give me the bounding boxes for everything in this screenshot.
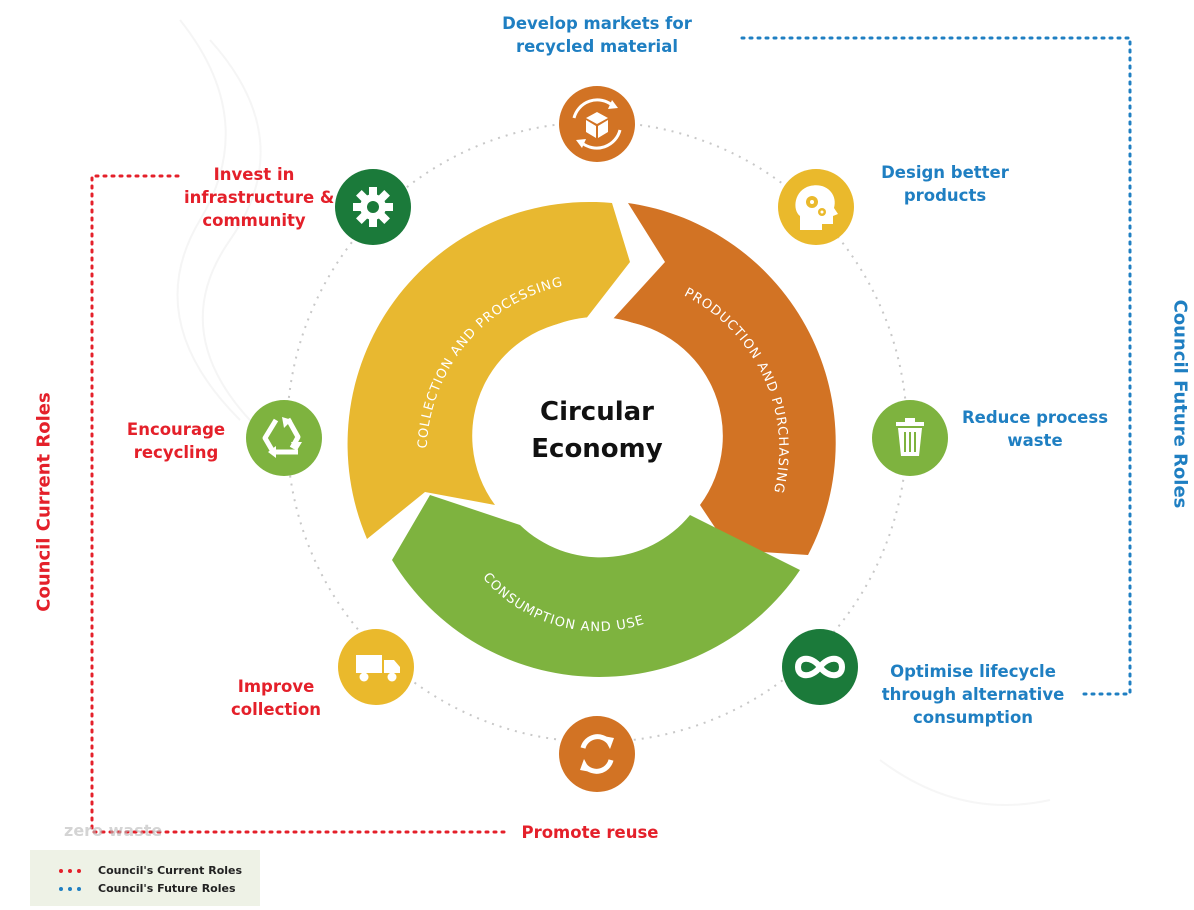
future-roles-bracket	[740, 36, 1132, 696]
legend: Council's Current Roles Council's Future…	[30, 850, 260, 906]
reuse-arrows-icon	[559, 716, 635, 792]
role-label-design: Design better products	[881, 163, 1009, 205]
box-cycle-icon	[559, 86, 635, 162]
role-label-reuse: Promote reuse	[521, 823, 659, 842]
segment-collection	[347, 201, 630, 539]
legend-future-label: Council's Future Roles	[98, 882, 236, 895]
legend-current-label: Council's Current Roles	[98, 864, 243, 877]
truck-icon	[338, 629, 414, 705]
trash-icon	[872, 400, 948, 476]
role-label-markets: Develop markets for recycled material	[502, 14, 692, 56]
center-title-line1: Circular	[540, 397, 654, 427]
future-roles-title: Council Future Roles	[1169, 299, 1191, 509]
segment-production	[612, 203, 836, 555]
role-label-optimise: Optimise lifecycle through alternative c…	[881, 662, 1065, 727]
center-title-line2: Economy	[531, 434, 662, 464]
role-label-recycling: Encourage recycling	[126, 420, 226, 462]
background-watermark	[176, 19, 1051, 806]
recycle-icon	[246, 400, 322, 476]
head-gears-icon	[778, 169, 854, 245]
legend-current-swatch	[59, 869, 81, 873]
zero-waste-watermark: zero waste	[64, 821, 162, 840]
infinity-icon	[782, 629, 858, 705]
center-circle	[482, 317, 712, 547]
gear-icon	[335, 169, 411, 245]
segment-consumption	[392, 495, 800, 677]
current-roles-bracket	[90, 174, 507, 834]
role-label-reduce: Reduce process waste	[961, 408, 1109, 450]
role-label-collection: Improve collection	[230, 677, 322, 719]
legend-future-swatch	[59, 887, 81, 891]
role-label-invest: Invest in infrastructure & community	[184, 165, 335, 230]
current-roles-title: Council Current Roles	[33, 392, 55, 612]
